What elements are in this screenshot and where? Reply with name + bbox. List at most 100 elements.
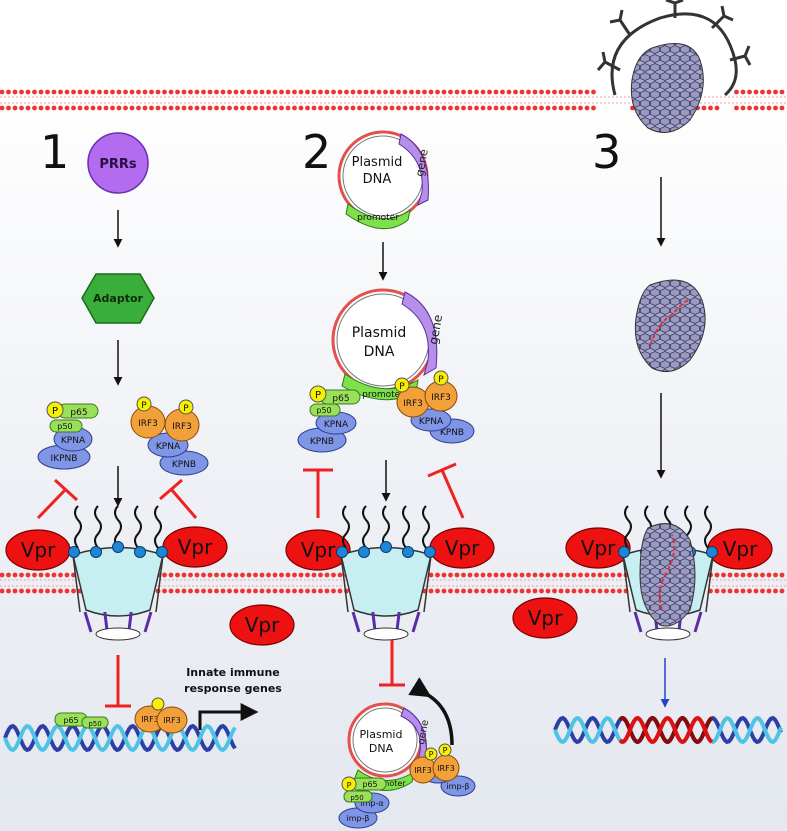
innate-genes-label-line2: response genes <box>184 682 282 695</box>
svg-text:imp-β: imp-β <box>346 814 369 823</box>
svg-text:IRF3: IRF3 <box>437 764 455 773</box>
lipid-head <box>727 572 733 578</box>
lipid-head <box>90 105 96 111</box>
lipid-head <box>194 588 200 594</box>
lipid-head <box>552 105 557 111</box>
lipid-head <box>428 105 434 111</box>
lipid-head <box>279 572 284 578</box>
lipid-head <box>168 588 174 594</box>
lipid-head <box>25 105 31 111</box>
inhibit-below-pore-2 <box>379 640 405 687</box>
lipid-head <box>240 105 245 111</box>
lipid-head <box>519 89 525 95</box>
svg-text:Plasmid: Plasmid <box>360 728 403 741</box>
lipid-head <box>194 89 200 95</box>
lipid-head <box>558 105 564 111</box>
lipid-head <box>714 588 720 594</box>
lipid-head <box>396 105 401 111</box>
lipid-head <box>175 89 180 95</box>
panel-3: Vpr Vpr Vpr <box>512 0 783 745</box>
lipid-head <box>220 105 226 111</box>
svg-text:Vpr: Vpr <box>581 536 616 560</box>
lipid-head <box>272 588 278 594</box>
kpna-label: KPNA <box>156 442 181 452</box>
svg-text:KPNA: KPNA <box>419 417 444 427</box>
lipid-head <box>350 105 356 111</box>
lipid-head <box>38 89 44 95</box>
lipid-head <box>584 89 590 95</box>
lipid-head <box>51 89 57 95</box>
lipid-head <box>201 572 206 578</box>
lipid-head <box>90 89 96 95</box>
phospho-circle <box>136 396 152 412</box>
lipid-head <box>233 105 239 111</box>
lipid-head <box>610 588 616 594</box>
svg-text:gene: gene <box>426 314 445 346</box>
lipid-head <box>422 105 427 111</box>
nfkb-complex-2: KPNB KPNA p50 p65 P <box>297 385 361 453</box>
lipid-head <box>201 89 206 95</box>
lipid-head <box>539 89 544 95</box>
svg-text:IRF3: IRF3 <box>403 399 423 409</box>
lipid-head <box>292 105 297 111</box>
lipid-head <box>740 572 746 578</box>
lipid-head <box>376 89 382 95</box>
lipid-head <box>448 572 453 578</box>
lipid-head <box>344 105 349 111</box>
kpnb-label: KPNB <box>172 460 196 470</box>
lipid-head <box>168 89 174 95</box>
lipid-head <box>331 588 336 594</box>
phospho-label: P <box>52 406 58 417</box>
lipid-head <box>461 89 466 95</box>
lipid-head <box>311 588 317 594</box>
lipid-head <box>435 588 440 594</box>
lipid-head <box>779 105 785 111</box>
lipid-head <box>227 89 232 95</box>
lipid-head <box>71 588 76 594</box>
lipid-head <box>279 588 284 594</box>
lipid-head <box>545 588 551 594</box>
lipid-head <box>253 105 258 111</box>
svg-text:p65: p65 <box>362 780 377 789</box>
lipid-head <box>19 105 24 111</box>
lipid-head <box>259 572 265 578</box>
lipid-head <box>701 105 707 111</box>
lipid-head <box>500 588 505 594</box>
lipid-head <box>19 588 24 594</box>
lipid-head <box>110 105 115 111</box>
lipid-head <box>337 89 343 95</box>
lipid-head <box>0 588 5 594</box>
vpr-inhibit-left-2 <box>303 468 333 518</box>
lipid-head <box>25 572 31 578</box>
lipid-head <box>480 588 486 594</box>
lipid-head <box>194 105 200 111</box>
svg-text:P: P <box>315 390 321 401</box>
lipid-head <box>233 588 239 594</box>
lipid-head <box>571 572 577 578</box>
lipid-head <box>532 588 538 594</box>
svg-text:p50: p50 <box>350 794 363 802</box>
lipid-head <box>467 572 473 578</box>
lipid-head <box>480 89 486 95</box>
lipid-head <box>220 572 226 578</box>
lipid-head <box>454 105 460 111</box>
lipid-head <box>266 572 271 578</box>
svg-text:IRF3: IRF3 <box>163 716 181 725</box>
lipid-head <box>58 588 63 594</box>
lipid-head <box>773 105 778 111</box>
lipid-head <box>493 588 499 594</box>
svg-text:Vpr: Vpr <box>528 606 563 630</box>
lipid-head <box>71 89 76 95</box>
lipid-head <box>363 89 369 95</box>
lipid-head <box>25 588 31 594</box>
lipid-head <box>506 105 512 111</box>
lipid-head <box>51 572 57 578</box>
lipid-head <box>38 572 44 578</box>
lipid-head <box>454 89 460 95</box>
svg-text:imp-β: imp-β <box>446 782 469 791</box>
svg-text:Vpr: Vpr <box>21 538 56 562</box>
lipid-head <box>448 89 453 95</box>
lipid-head <box>266 588 271 594</box>
svg-text:promoter: promoter <box>362 390 404 400</box>
